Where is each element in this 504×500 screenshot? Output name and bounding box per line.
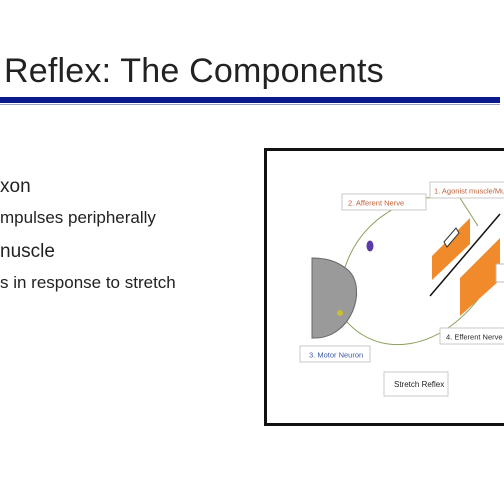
label-box-agonist xyxy=(429,181,504,199)
motor-label: 3. Motor Neuron xyxy=(309,351,363,360)
tendon-line xyxy=(429,213,501,297)
bullet-axon: xon xyxy=(0,176,31,197)
afferent-label: 2. Afferent Nerve xyxy=(348,199,404,208)
bullet-impulses: mpulses peripherally xyxy=(0,208,156,227)
diagram-caption: Stretch Reflex xyxy=(394,380,444,389)
dorsal-root-ganglion xyxy=(366,240,374,252)
antagonist-muscle xyxy=(460,238,500,316)
label-box-partial xyxy=(495,263,504,283)
label-box-motor xyxy=(299,345,371,363)
title-rule-thin xyxy=(0,104,500,105)
label-box-afferent xyxy=(341,193,427,211)
agonist-muscle xyxy=(432,218,470,280)
spinal-gray-matter xyxy=(311,257,357,339)
agonist-label: 1. Agonist muscle/Mu xyxy=(434,187,504,196)
efferent-label: 4. Efferent Nerve xyxy=(446,333,503,342)
bullet-stretch: s in response to stretch xyxy=(0,273,176,292)
title-rule xyxy=(0,97,500,103)
muscle-spindle xyxy=(443,227,460,248)
bullet-muscle: nuscle xyxy=(0,241,55,262)
stretch-reflex-diagram: 2. Afferent Nerve 1. Agonist muscle/Mu 3… xyxy=(264,148,504,426)
motor-neuron-soma xyxy=(337,310,343,316)
nerve-end-path xyxy=(459,197,479,227)
label-box-efferent xyxy=(439,327,504,345)
slide-title: Reflex: The Components xyxy=(4,52,384,90)
efferent-nerve-path xyxy=(339,287,487,346)
caption-box xyxy=(383,371,449,397)
